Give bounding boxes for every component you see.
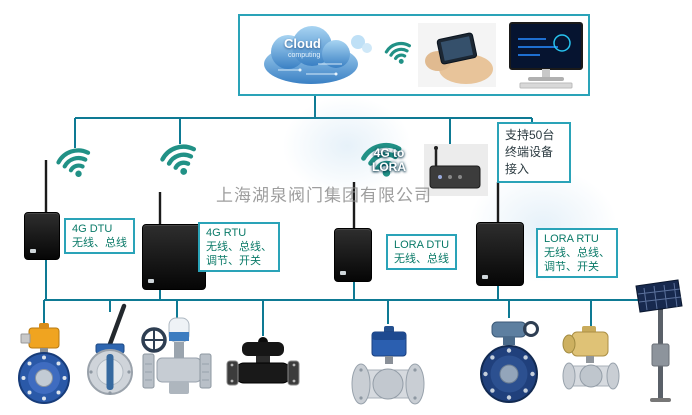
gate-valve-image (141, 316, 213, 404)
lora-dtu-device-image (334, 228, 372, 282)
company-watermark: 上海湖泉阀门集团有限公司 (216, 186, 432, 205)
device-led (340, 271, 346, 275)
4g-dtu-device-image (24, 212, 60, 260)
cloud-panel: Cloud computing (238, 14, 590, 96)
callout-line1: 支持50台 (505, 128, 555, 142)
device-desc: 无线、总线、 (206, 241, 272, 253)
device-led (482, 275, 488, 279)
gear-butterfly-valve-image (468, 316, 550, 404)
flanged-ball-valve-image (348, 322, 428, 406)
4g-rtu-device-image (142, 224, 206, 290)
callout-line2: 终端设备 (505, 145, 554, 159)
4g-dtu-label: 4G DTU 无线、总线 (64, 218, 135, 254)
device-desc: 无线、总线 (72, 237, 127, 249)
device-led (148, 279, 154, 283)
gateway-device-image (424, 144, 488, 196)
wifi-icon (52, 141, 99, 185)
device-name: 4G DTU (72, 223, 113, 235)
callout-line3: 接入 (505, 162, 530, 176)
phone-in-hand-image (418, 23, 496, 87)
computer-monitor-image (504, 21, 588, 91)
device-desc: 调节、开关 (544, 261, 599, 273)
compact-ball-valve-image (556, 324, 626, 406)
capacity-callout: 支持50台 终端设备 接入 (497, 122, 571, 183)
cloud-title: Cloud (284, 36, 321, 51)
electric-butterfly-valve-image (12, 322, 76, 406)
black-ball-valve-image (225, 334, 301, 398)
cloud-subtitle: computing (288, 52, 321, 59)
lora-dtu-label: LORA DTU 无线、总线 (386, 234, 458, 270)
device-name: LORA RTU (544, 233, 599, 245)
cloud-computing-graphic: Cloud computing (248, 20, 374, 90)
4g-rtu-label: 4G RTU 无线、总线、 调节、开关 (198, 222, 280, 272)
lora-rtu-device-image (476, 222, 524, 286)
manual-butterfly-valve-image (84, 302, 136, 402)
gateway-label: 4G to LORA (362, 146, 416, 174)
device-led (30, 249, 36, 253)
device-name: LORA DTU (394, 239, 450, 251)
device-desc: 调节、开关 (206, 255, 261, 267)
lora-rtu-label: LORA RTU 无线、总线、 调节、开关 (536, 228, 618, 278)
device-desc: 无线、总线、 (544, 247, 610, 259)
gateway-label-line1: 4G to (373, 146, 405, 160)
wifi-icon (381, 37, 417, 70)
wifi-icon (155, 137, 204, 184)
device-desc: 无线、总线 (394, 253, 449, 265)
device-name: 4G RTU (206, 227, 247, 239)
solar-panel-pole-image (632, 278, 688, 406)
gateway-label-line2: LORA (372, 160, 406, 174)
